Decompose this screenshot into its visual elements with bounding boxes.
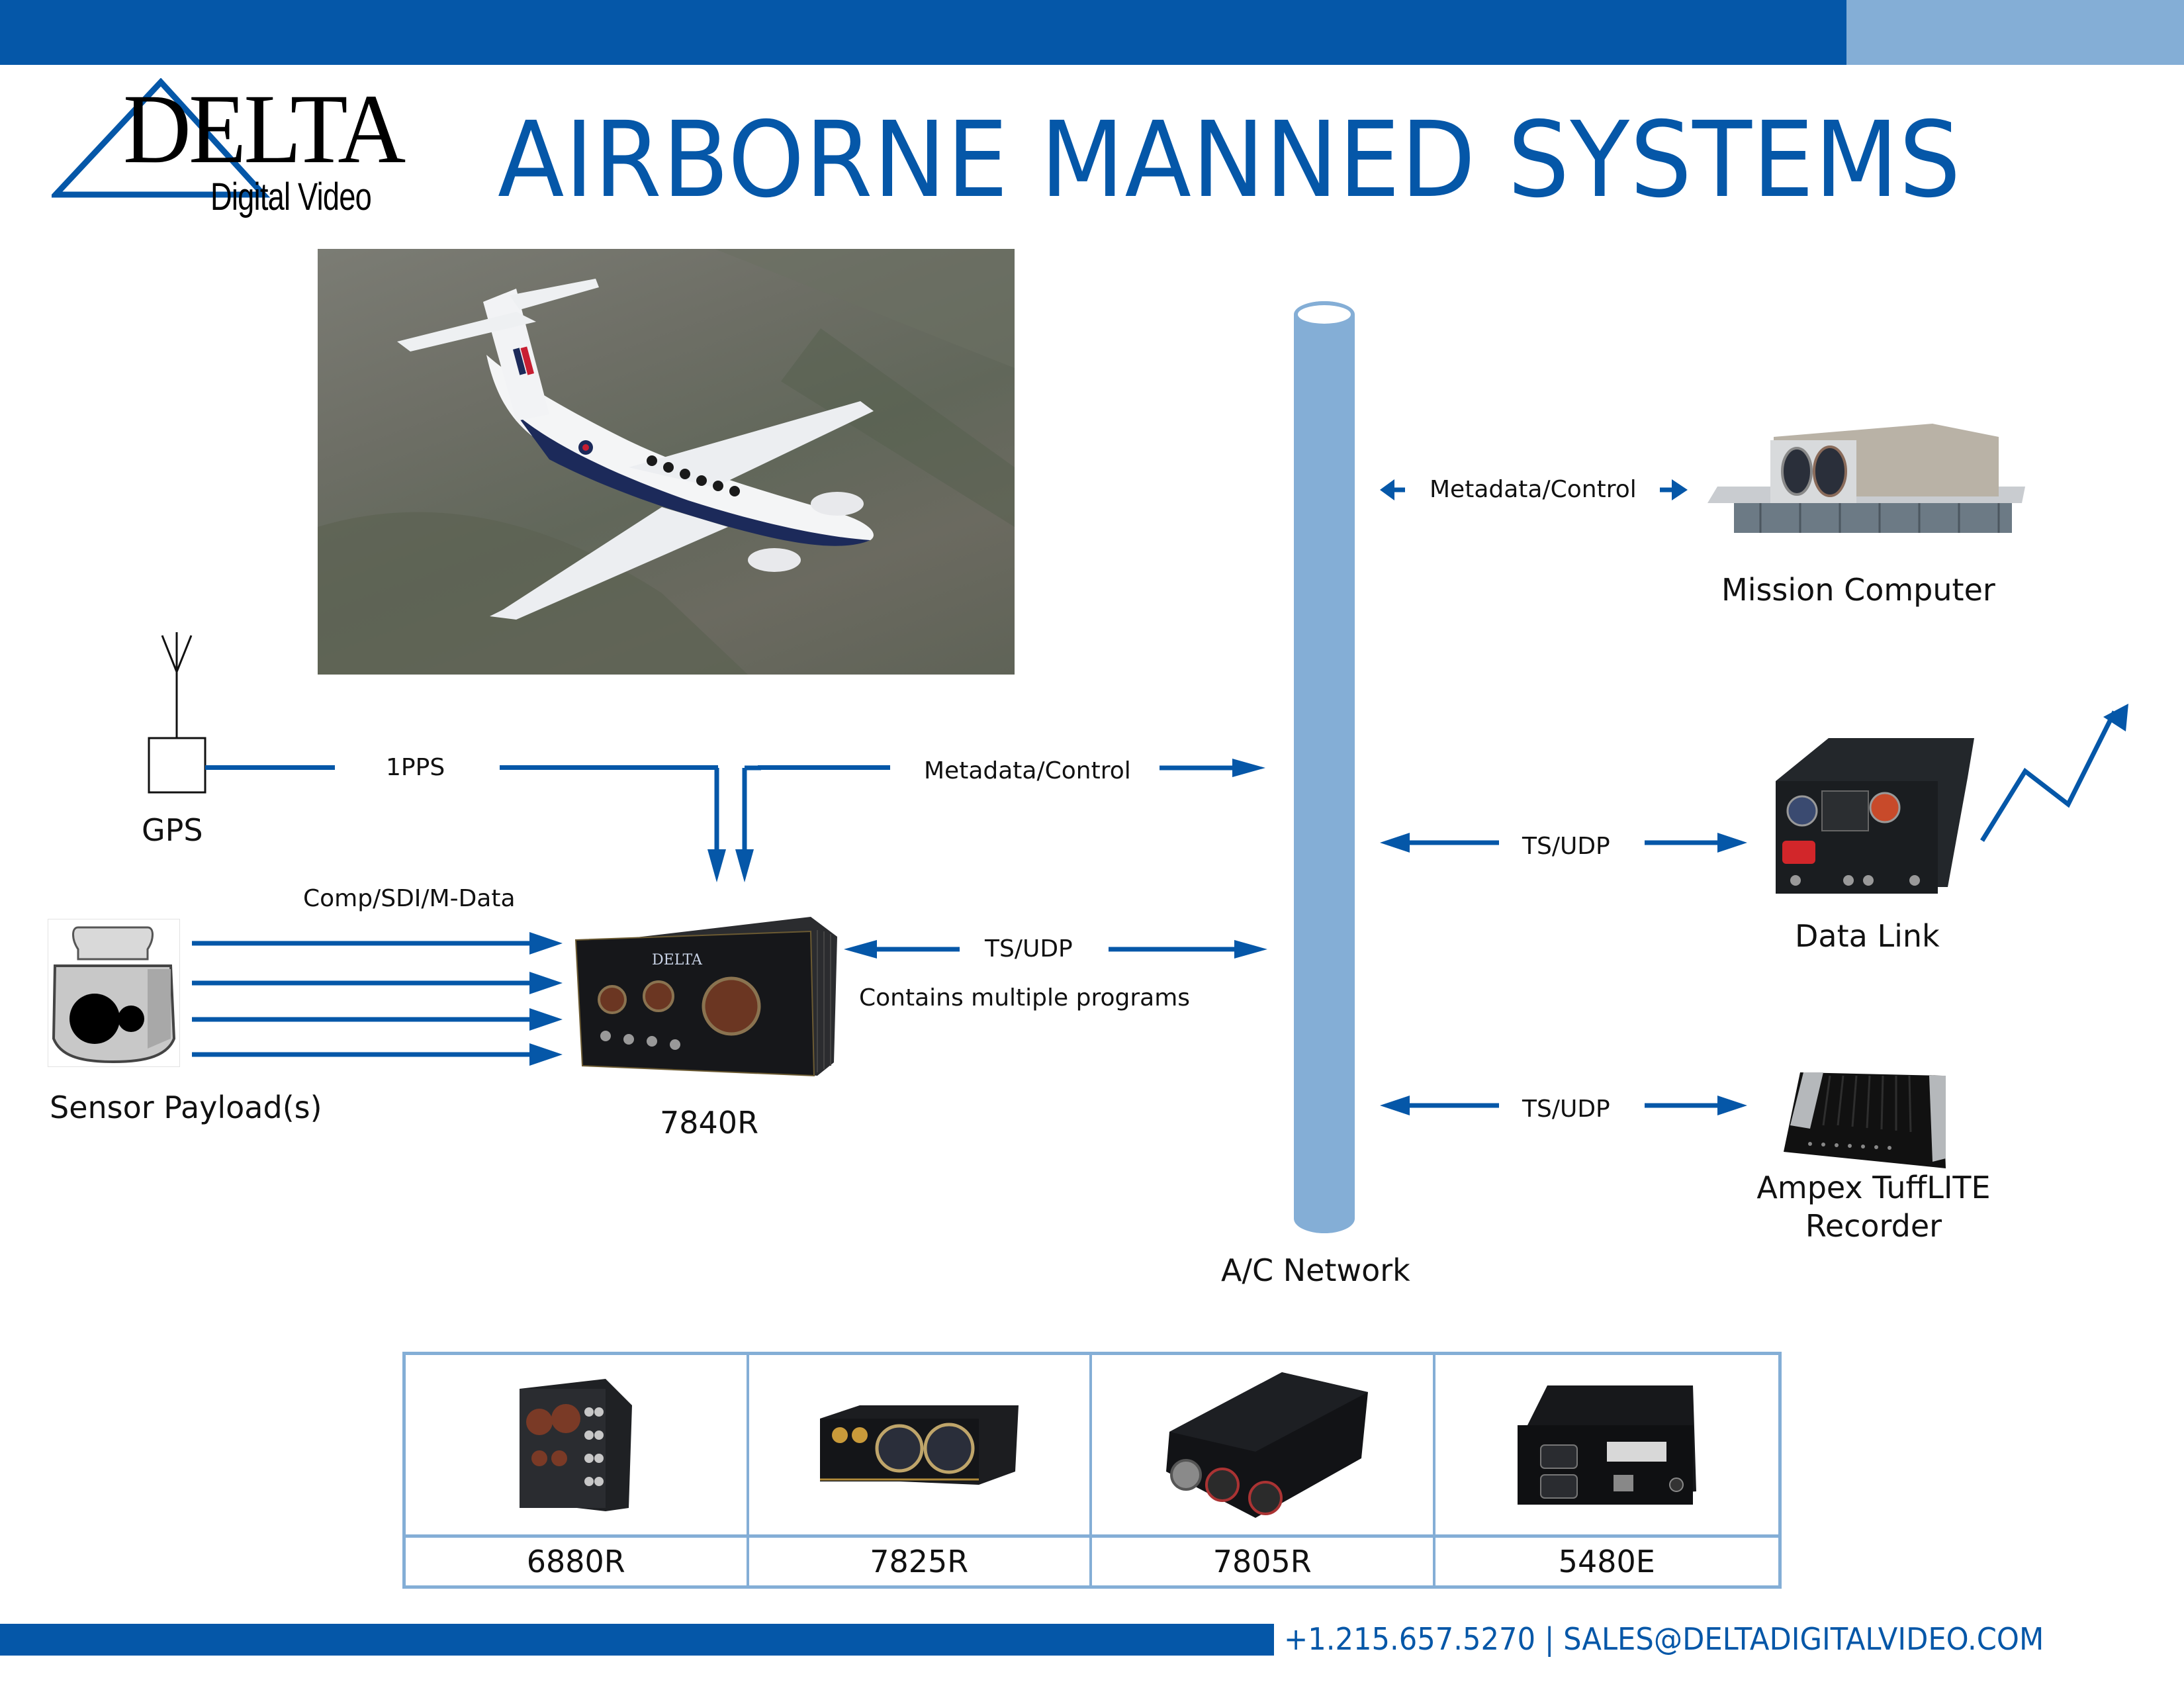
- bidirectional-arrow-icon: [1380, 833, 1747, 853]
- datalink-tsudp-label: TS/UDP: [1522, 833, 1610, 860]
- triangle-logo-icon: [52, 78, 270, 198]
- bidirectional-arrow-icon: [1380, 1096, 1747, 1115]
- pps-line-left: [205, 765, 335, 770]
- recorder-device-icon: [1784, 1072, 1946, 1168]
- bidirectional-arrow-icon: [844, 940, 1267, 959]
- logo-subtitle: Digital Video: [210, 175, 372, 218]
- pps-label: 1PPS: [386, 754, 445, 781]
- product-5480e-icon: [1517, 1385, 1696, 1505]
- metadata-label: Metadata/Control: [924, 757, 1131, 784]
- data-link-device-icon: [1776, 738, 1974, 894]
- encoder-tsudp-label: TS/UDP: [985, 935, 1073, 962]
- wireless-signal-icon: [1980, 704, 2128, 842]
- mission-link-label: Metadata/Control: [1430, 476, 1637, 503]
- network-label: A/C Network: [1221, 1252, 1410, 1288]
- recorder-image: [1784, 1072, 1952, 1168]
- product-7805r-icon: [1166, 1372, 1369, 1518]
- product-name-cell: 7825R: [749, 1538, 1092, 1585]
- product-name-cell: 7805R: [1092, 1538, 1435, 1585]
- top-banner-accent: [1846, 0, 2184, 65]
- footer-contact[interactable]: +1.215.657.5270 | SALES@DELTADIGITALVIDE…: [1284, 1621, 2044, 1657]
- down-arrows-icon: [707, 765, 761, 882]
- gps-label: GPS: [142, 812, 203, 848]
- product-name-cell: 6880R: [406, 1538, 749, 1585]
- aircraft-icon: [318, 249, 1015, 675]
- sensor-gimbal-icon: [52, 926, 176, 1064]
- product-7825r-icon: [819, 1405, 1019, 1485]
- gps-antenna-icon: [148, 632, 206, 794]
- top-banner-bar: [0, 0, 1846, 65]
- product-6880r-icon: [520, 1378, 633, 1511]
- recorder-tsudp-label: TS/UDP: [1522, 1096, 1610, 1123]
- mission-computer-label: Mission Computer: [1721, 572, 1995, 608]
- aircraft-photo: [318, 249, 1015, 675]
- footer-bar: [0, 1624, 1274, 1656]
- recorder-label-line1: Ampex TuffLITE: [1756, 1170, 1991, 1205]
- encoder-label: 7840R: [660, 1105, 759, 1141]
- product-table: 6880R 7825R 7805R 5480E: [402, 1352, 1782, 1589]
- encoder-device-icon: DELTA: [574, 917, 837, 1077]
- encoder-note-label: Contains multiple programs: [859, 984, 1191, 1011]
- sensor-arrows-icon: [192, 932, 563, 1066]
- mission-computer-icon: [1707, 424, 2025, 533]
- svg-text:DELTA: DELTA: [652, 952, 703, 968]
- pps-line-right: [500, 765, 718, 770]
- comp-sdi-label: Comp/SDI/M-Data: [303, 885, 516, 912]
- metadata-line-left: [758, 765, 890, 770]
- right-arrow-icon: [1160, 759, 1265, 777]
- mission-computer-image: [1707, 424, 2032, 533]
- product-name-cell: 5480E: [1558, 1544, 1655, 1579]
- left-arrow-icon: [1380, 479, 1405, 500]
- product-image-5480e: [1435, 1355, 1778, 1538]
- product-image-7825r: [749, 1355, 1092, 1538]
- product-image-7805r: [1092, 1355, 1435, 1538]
- sensor-payload-image: [48, 919, 180, 1067]
- right-arrow-icon: [1660, 479, 1688, 500]
- sensor-label: Sensor Payload(s): [50, 1090, 322, 1125]
- page-title: AIRBORNE MANNED SYSTEMS: [498, 99, 1962, 221]
- data-link-label: Data Link: [1795, 918, 1940, 954]
- delta-logo: DELTA Digital Video: [52, 78, 422, 224]
- network-pipe: [1294, 301, 1355, 1233]
- logo-wordmark: DELTA: [123, 74, 406, 184]
- product-image-6880r: [406, 1355, 749, 1538]
- data-link-image: [1769, 738, 1974, 897]
- recorder-label-line2: Recorder: [1805, 1208, 1942, 1244]
- network-pipe-top: [1294, 301, 1355, 328]
- encoder-7840r-image: DELTA: [572, 917, 837, 1079]
